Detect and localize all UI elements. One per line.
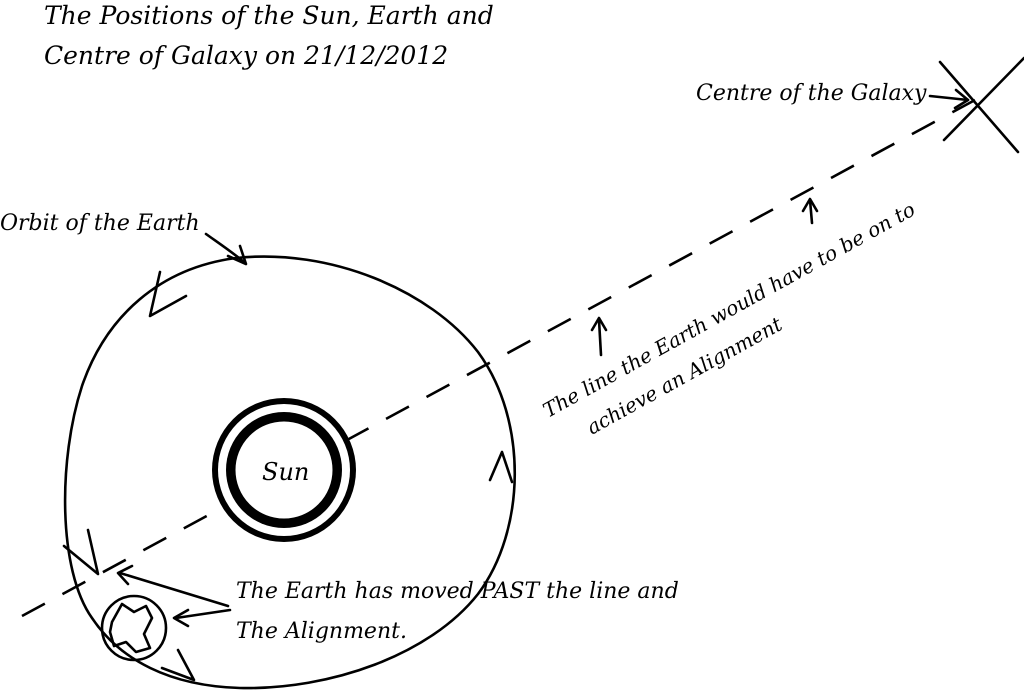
alignment-label-line-1: The line the Earth would have to be on t… [539,197,919,422]
earth-note-arrow-1 [118,571,230,608]
alignment-dashed-line [21,98,976,618]
sun-icon [212,398,356,542]
alignment-pointer-arrow-1 [590,316,608,357]
orbit-direction-arrow-bottom [160,648,196,682]
title-line-1: The Positions of the Sun, Earth and [44,1,494,30]
orbit-direction-arrow-right [488,450,514,484]
galaxy-centre-label: Centre of the Galaxy [696,81,927,106]
earth-note-arrowhead-2 [172,608,190,628]
earth-orbit-path [63,255,516,690]
galaxy-pointer-arrow [928,88,970,110]
sun-label: Sun [262,458,309,486]
earth-note-arrowhead-1 [116,564,134,586]
title-line-2: Centre of Galaxy on 21/12/2012 [44,41,448,70]
orbit-label: Orbit of the Earth [0,211,200,236]
orbit-direction-arrow-left [62,528,100,576]
earth-note-line-1: The Earth has moved PAST the line and [236,579,679,604]
galaxy-centre-cross-icon [938,56,1024,154]
alignment-pointer-arrow-2 [801,197,819,225]
earth-icon [100,594,168,662]
orbit-direction-arrow-top [148,270,188,318]
earth-note-arrow-2 [174,608,232,620]
orbit-pointer-arrow [204,232,248,266]
earth-note-line-2: The Alignment. [236,619,407,644]
